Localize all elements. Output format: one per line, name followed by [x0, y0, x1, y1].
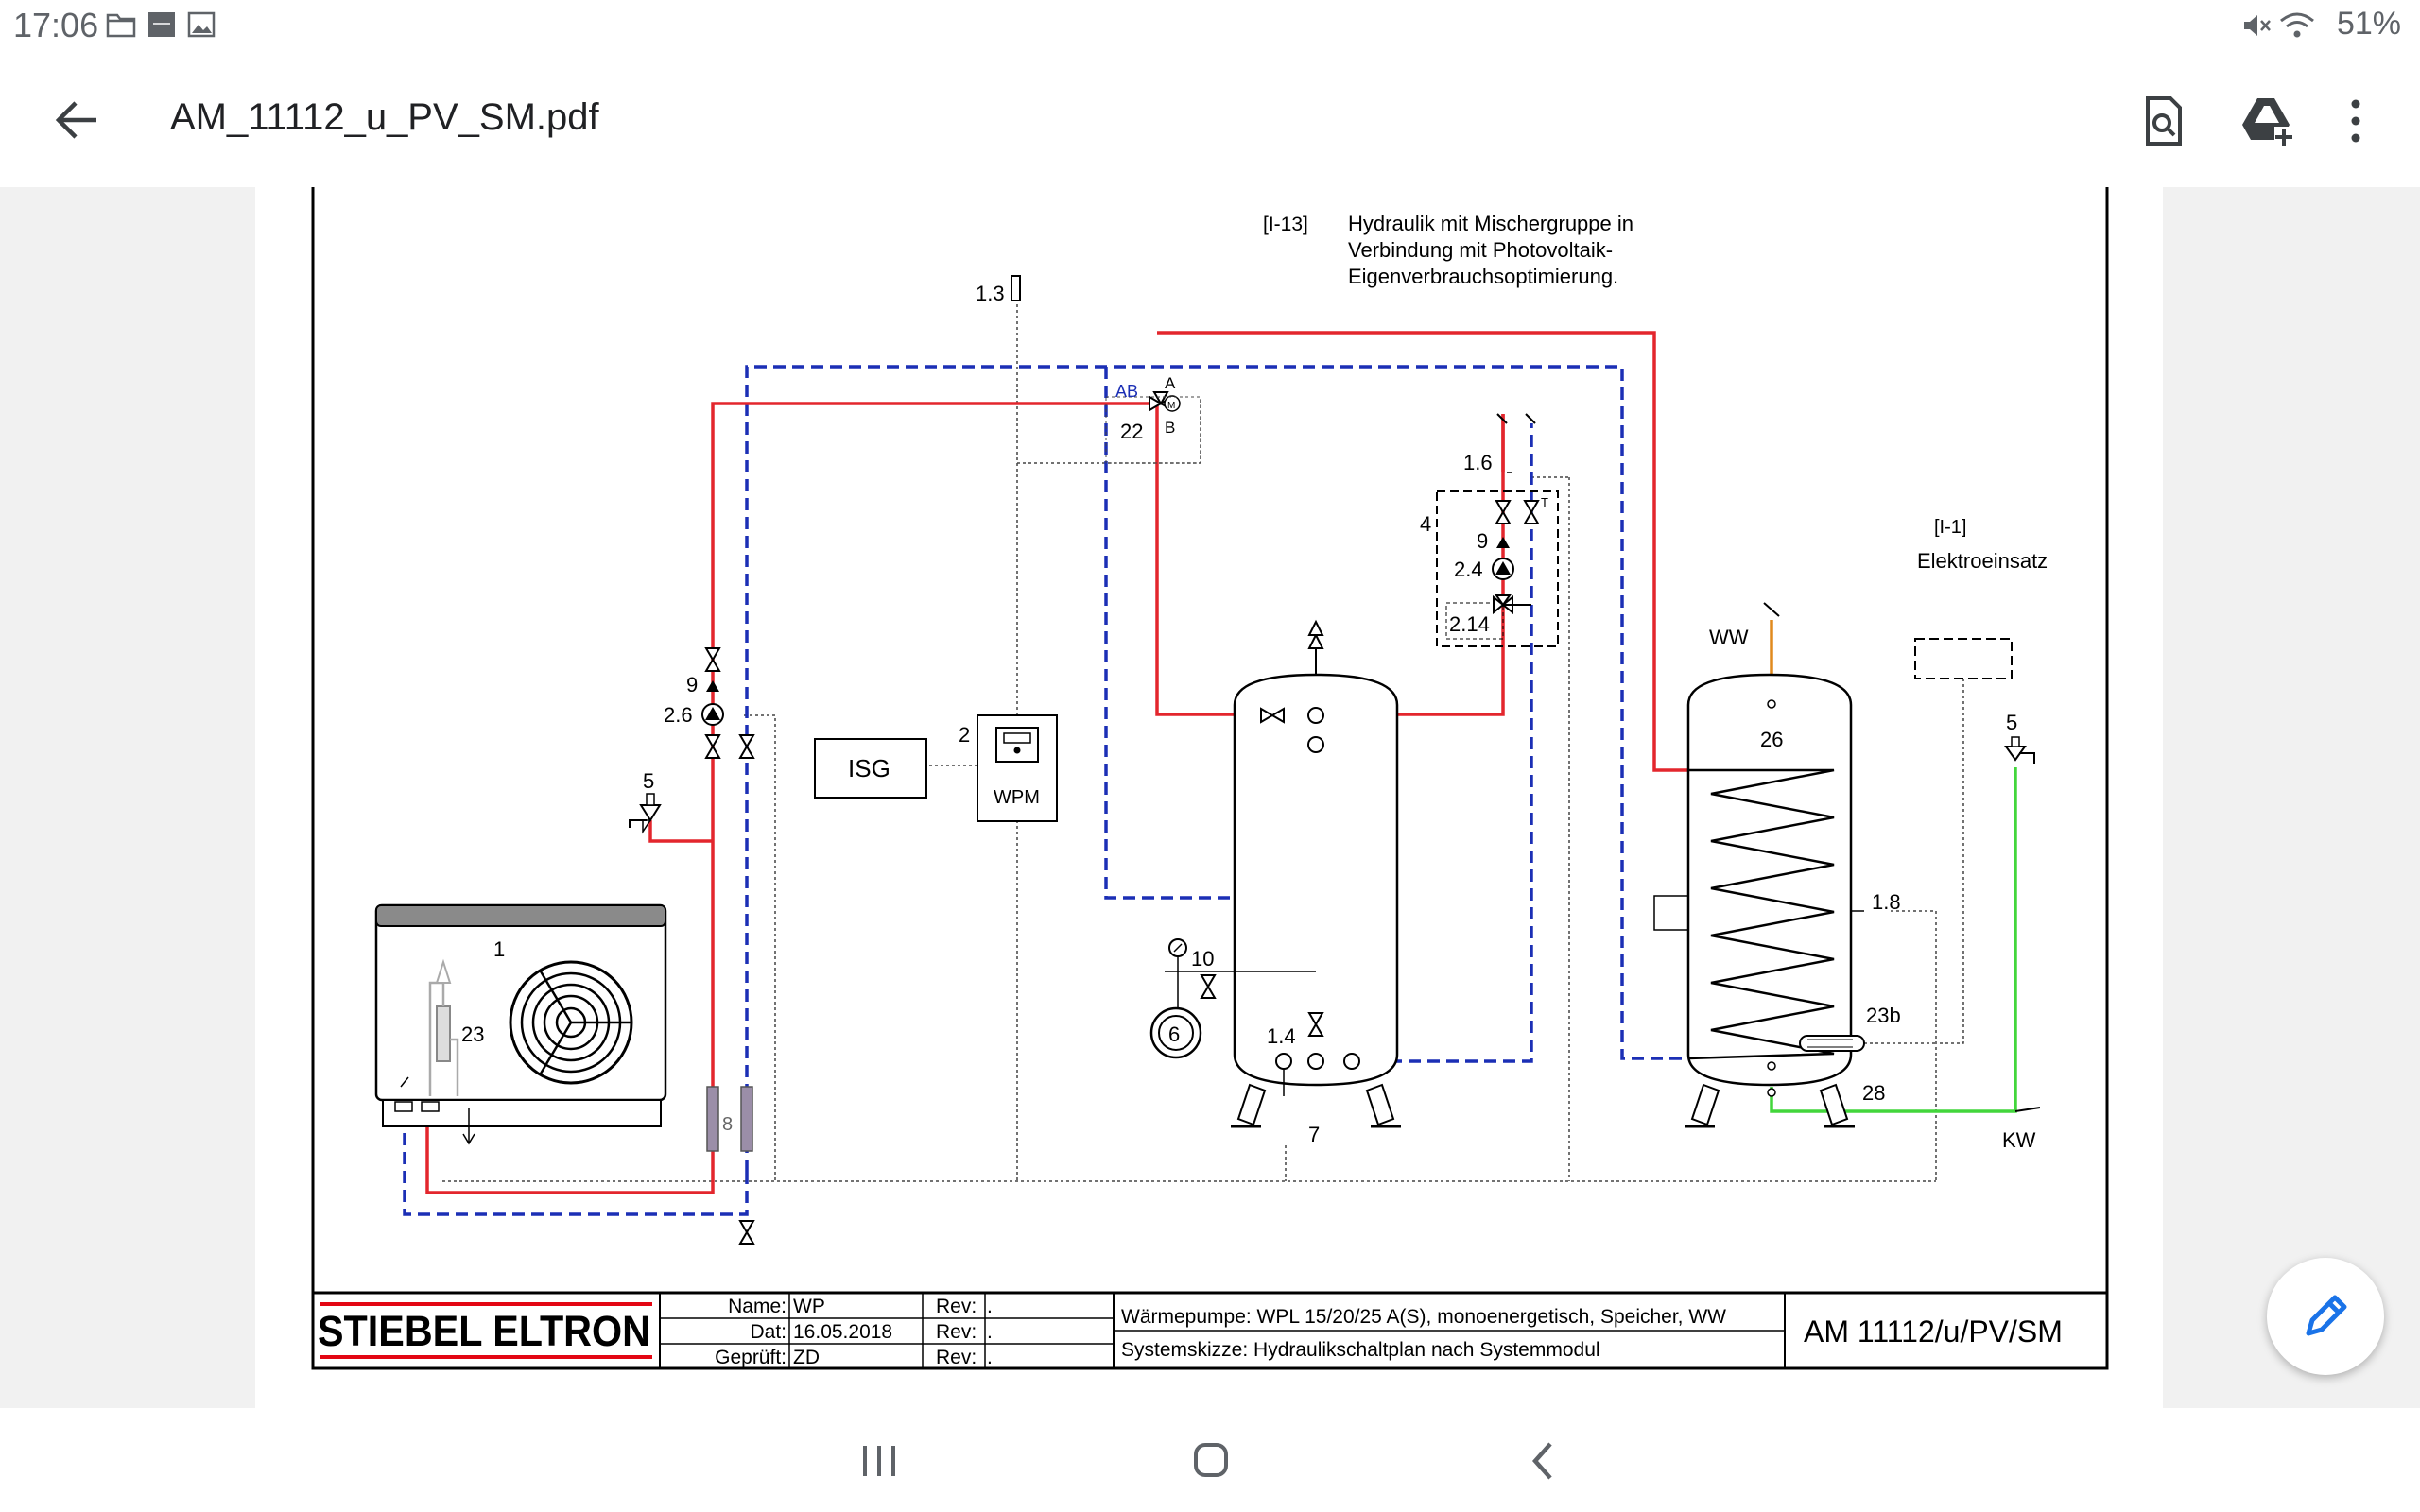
- rev-value-1: .: [987, 1296, 993, 1317]
- rev-label-2: Rev:: [936, 1321, 977, 1343]
- sensor-1-3: [1011, 275, 1021, 301]
- image-icon: [187, 11, 216, 38]
- label-8: 8: [722, 1114, 733, 1135]
- label-t: T: [1541, 495, 1548, 509]
- caption-line-1: Hydraulik mit Mischergruppe in: [1348, 212, 1634, 235]
- hydraulic-schematic: [I-13] Hydraulik mit Mischergruppe in Ve…: [311, 187, 2109, 1370]
- pump-group-2-6: 9 2.6: [664, 647, 755, 759]
- label-1: 1: [493, 937, 505, 961]
- edit-button[interactable]: [2267, 1258, 2384, 1375]
- label-1-6: 1.6: [1463, 451, 1493, 474]
- buffer-tank: 7 1.4: [1231, 619, 1401, 1146]
- label-b: B: [1165, 419, 1175, 437]
- label-10: 10: [1191, 947, 1214, 971]
- rev-value-2: .: [987, 1321, 993, 1343]
- safety-valve-right: 5: [2004, 711, 2035, 764]
- app-bar: AM_11112_u_PV_SM.pdf: [0, 53, 2420, 188]
- date-value: 16.05.2018: [793, 1321, 892, 1343]
- label-26: 26: [1760, 728, 1783, 751]
- back-arrow-icon[interactable]: [47, 91, 106, 149]
- label-5-left: 5: [643, 769, 654, 793]
- wifi-icon: [2280, 12, 2314, 38]
- add-to-drive-icon[interactable]: [2237, 91, 2297, 151]
- date-label: Dat:: [750, 1321, 786, 1343]
- navigation-bar: [0, 1408, 2420, 1512]
- label-2-4: 2.4: [1454, 558, 1483, 581]
- electric-heater-ref: [I-1] Elektroeinsatz: [1914, 517, 2048, 679]
- caption-line-3: Eigenverbrauchsoptimierung.: [1348, 265, 1618, 288]
- name-value: WP: [793, 1296, 825, 1317]
- label-2: 2: [959, 723, 970, 747]
- dhw-cylinder: 26 WW 1.8 23b 28 KW: [1653, 626, 2036, 1152]
- figure-caption: [I-13] Hydraulik mit Mischergruppe in Ve…: [1263, 212, 1634, 288]
- label-isg: ISG: [848, 754, 890, 782]
- label-a: A: [1165, 374, 1176, 392]
- elektro-ref: [I-1]: [1934, 517, 1966, 538]
- checked-label: Geprüft:: [715, 1347, 786, 1368]
- label-23: 23: [461, 1022, 484, 1046]
- safety-valve-left: 5: [629, 769, 662, 834]
- label-1-3: 1.3: [976, 282, 1005, 305]
- pencil-icon: [2306, 1295, 2347, 1336]
- label-9-right: 9: [1477, 529, 1488, 553]
- label-4: 4: [1420, 512, 1431, 536]
- status-time: 17:06: [13, 6, 99, 44]
- samsung-notes-icon: [148, 12, 175, 37]
- pdf-viewer[interactable]: [I-13] Hydraulik mit Mischergruppe in Ve…: [0, 187, 2420, 1408]
- folder-icon: [106, 13, 136, 38]
- flex-hoses-8: 8: [706, 1086, 755, 1245]
- label-1-8: 1.8: [1872, 890, 1901, 914]
- checked-value: ZD: [793, 1347, 820, 1368]
- brand-logo: STIEBEL ELTRON: [318, 1307, 650, 1355]
- status-bar: 17:06 51%: [0, 0, 2420, 53]
- back-nav-icon[interactable]: [1511, 1433, 1577, 1489]
- label-2-14: 2.14: [1449, 612, 1490, 636]
- caption-ref: [I-13]: [1263, 214, 1308, 235]
- isg-box: ISG: [814, 738, 927, 799]
- label-28: 28: [1862, 1081, 1885, 1105]
- more-options-icon[interactable]: [2325, 91, 2386, 151]
- label-5-right: 5: [2006, 711, 2017, 734]
- description-line-1: Wärmepumpe: WPL 15/20/25 A(S), monoenerg…: [1121, 1306, 1726, 1328]
- label-m: M: [1167, 401, 1175, 411]
- document-title: AM_11112_u_PV_SM.pdf: [170, 96, 599, 138]
- name-label: Name:: [728, 1296, 786, 1317]
- elektro-label: Elektroeinsatz: [1917, 549, 2048, 573]
- label-wpm: WPM: [994, 787, 1040, 808]
- battery-level: 51%: [2336, 6, 2401, 42]
- caption-line-2: Verbindung mit Photovoltaik-: [1348, 238, 1613, 262]
- pdf-page: [I-13] Hydraulik mit Mischergruppe in Ve…: [255, 187, 2163, 1408]
- drawing-frame: [311, 187, 2109, 1370]
- label-7: 7: [1308, 1123, 1320, 1146]
- rev-label-1: Rev:: [936, 1296, 977, 1317]
- mute-icon: [2244, 15, 2271, 36]
- label-ab: AB: [1115, 382, 1138, 401]
- heat-pump-unit: 1 23: [374, 903, 667, 1145]
- cold-water-pipe: [1770, 767, 2017, 1113]
- label-22: 22: [1120, 420, 1143, 443]
- home-icon[interactable]: [1178, 1433, 1244, 1489]
- search-document-icon[interactable]: [2133, 91, 2193, 151]
- label-kw: KW: [2002, 1128, 2036, 1152]
- label-2-6: 2.6: [664, 703, 693, 727]
- drawing-number: AM 11112/u/PV/SM: [1804, 1314, 2063, 1349]
- rev-value-3: .: [987, 1347, 993, 1368]
- label-9-left: 9: [686, 673, 698, 696]
- mixer-group-4: 1.6 4 9 2.4 2.14 T: [1420, 413, 1559, 647]
- title-block: STIEBEL ELTRON Name: WP Dat: 16.05.2018 …: [313, 1291, 2107, 1368]
- label-23b: 23b: [1866, 1004, 1901, 1027]
- control-lines: [442, 282, 1964, 1182]
- label-6: 6: [1168, 1022, 1180, 1046]
- label-1-4: 1.4: [1267, 1024, 1296, 1048]
- wpm-controller: 2 WPM: [959, 714, 1058, 822]
- description-line-2: Systemskizze: Hydraulikschaltplan nach S…: [1121, 1339, 1600, 1361]
- rev-label-3: Rev:: [936, 1347, 977, 1368]
- mixer-valve-22: AB A B M 22: [1105, 374, 1201, 464]
- recents-icon[interactable]: [846, 1433, 912, 1489]
- label-ww: WW: [1709, 626, 1749, 649]
- expansion-vessel-6: 10 6: [1150, 938, 1316, 1059]
